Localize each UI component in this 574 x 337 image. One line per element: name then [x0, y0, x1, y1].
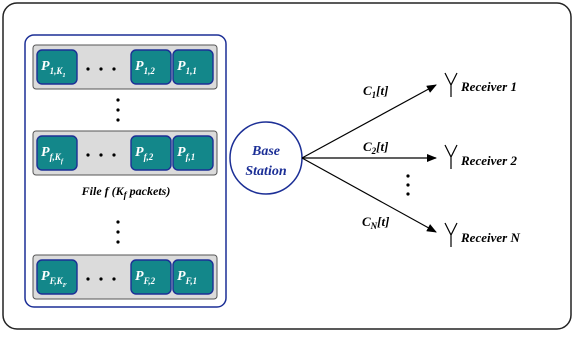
packet-label: PF,2	[135, 269, 156, 286]
packet-box	[172, 259, 214, 295]
antenna-icon	[444, 72, 458, 97]
packet-box	[130, 259, 172, 295]
receiver-label-n: Receiver N	[460, 230, 520, 245]
receiver-label-2: Receiver 2	[460, 153, 517, 168]
packet-label: Pf,1	[177, 145, 195, 162]
packet-label: P1,K1	[41, 59, 66, 79]
packet-label: PF,1	[177, 269, 197, 286]
horizontal-ellipsis-dot	[86, 153, 90, 157]
receiver-label-1: Receiver 1	[460, 79, 517, 94]
packet-label: P1,2	[135, 59, 155, 76]
base-station: Base Station	[229, 121, 303, 195]
vertical-ellipsis-bottom	[116, 220, 120, 244]
packet-label: Pf,Kf	[41, 145, 64, 165]
antenna-icon	[444, 222, 458, 247]
packet-box	[36, 259, 78, 295]
horizontal-ellipsis-dot	[99, 67, 103, 71]
file-row: PF,KF PF,2 PF,1	[32, 254, 218, 300]
channel-label-n: CN[t]	[362, 214, 389, 231]
packet-label: P1,1	[177, 59, 197, 76]
horizontal-ellipsis-dot	[112, 153, 116, 157]
channel-label-2: C2[t]	[363, 139, 388, 156]
file-rows: P1,K1 P1,2 P1,1Pf,Kf Pf,2 Pf,1PF,KF PF,2 PF,1	[32, 44, 218, 300]
horizontal-ellipsis-dot	[112, 67, 116, 71]
file-row: Pf,Kf Pf,2 Pf,1	[32, 130, 218, 176]
packet-box	[36, 135, 78, 171]
packet-box	[172, 135, 214, 171]
horizontal-ellipsis-dot	[86, 67, 90, 71]
horizontal-ellipsis-dot	[99, 277, 103, 281]
receiver-ellipsis	[406, 174, 410, 196]
horizontal-ellipsis-dot	[99, 153, 103, 157]
base-station-label-line2: Station	[245, 164, 286, 179]
packet-box	[172, 49, 214, 85]
antenna-icon	[444, 144, 458, 169]
channel-label-1: C1[t]	[363, 83, 388, 100]
file-row: P1,K1 P1,2 P1,1	[32, 44, 218, 90]
packet-box	[130, 49, 172, 85]
link-arrow-1	[301, 84, 437, 159]
base-station-label-line1: Base	[251, 144, 280, 159]
packet-box	[36, 49, 78, 85]
file-caption: File f (Kf packets)	[81, 184, 171, 200]
horizontal-ellipsis-dot	[86, 277, 90, 281]
packet-label: PF,KF	[41, 269, 68, 289]
packet-box	[130, 135, 172, 171]
horizontal-ellipsis-dot	[112, 277, 116, 281]
link-arrow-n	[301, 157, 437, 233]
packet-label: Pf,2	[135, 145, 154, 162]
vertical-ellipsis-top	[116, 98, 120, 122]
